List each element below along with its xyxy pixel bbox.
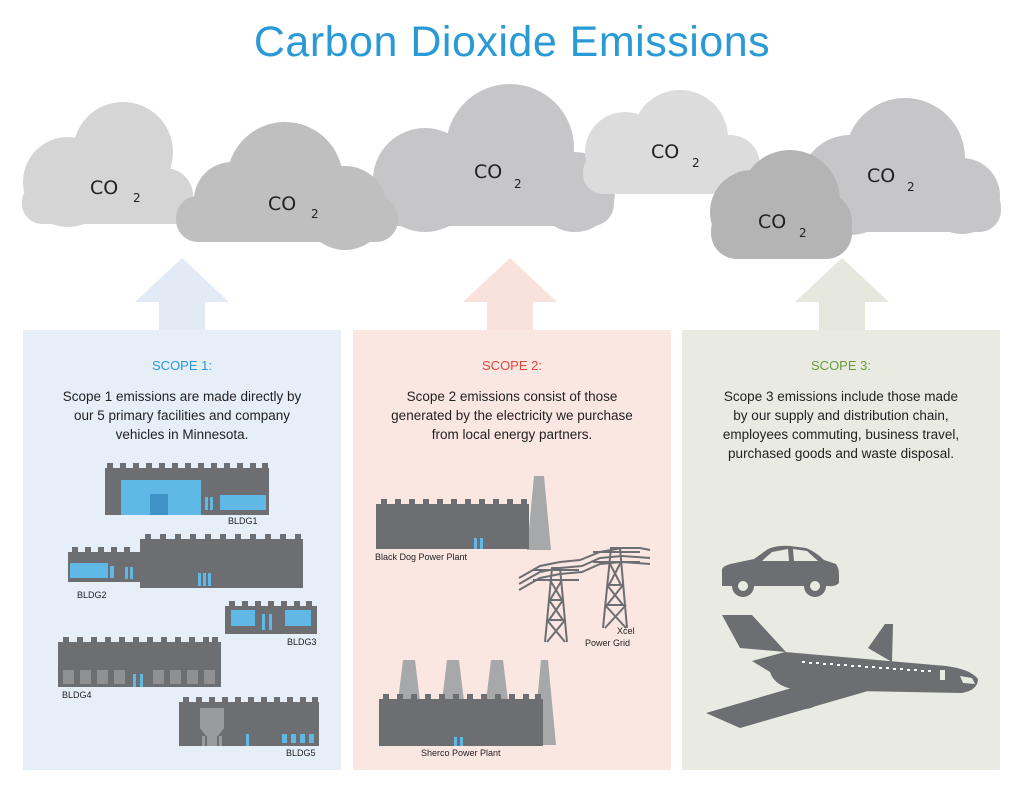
scope1-line-2: our 5 primary facilities and company [73,408,291,423]
co2-cloud-1 [22,102,194,227]
co2-label-3: CO 2 [474,161,522,191]
scope3-description: Scope 3 emissions include those made by … [700,387,982,463]
sherco-label: Sherco Power Plant [421,748,501,758]
svg-text:CO: CO [90,177,118,199]
black-dog-plant-illustration: Black Dog Power Plant [375,476,551,562]
co2-label-5: CO 2 [758,211,807,240]
scope3-line-2: by our supply and distribution chain, [733,408,949,423]
page-title: Carbon Dioxide Emissions [253,18,771,66]
svg-text:CO: CO [268,193,296,215]
scope1-description: Scope 1 emissions are made directly by o… [41,387,323,444]
bldg1-label: BLDG1 [228,516,258,526]
svg-text:2: 2 [692,156,700,170]
svg-text:2: 2 [133,191,141,205]
power-grid-illustration [518,547,651,643]
bldg4-label: BLDG4 [62,690,92,700]
scope3-line-1: Scope 3 emissions include those made [723,389,959,404]
scope2-arrow [463,258,557,332]
bldg1-illustration: BLDG1 [105,463,269,526]
co2-label-1: CO 2 [90,177,141,205]
scope3-line-3: employees commuting, business travel, [722,427,960,442]
sherco-plant-illustration: Sherco Power Plant [379,660,556,758]
co2-label-4: CO 2 [651,141,700,170]
svg-text:CO: CO [758,211,786,233]
scope2-heading: SCOPE 2: [482,358,542,373]
co2-label-2: CO 2 [268,193,319,221]
scope2-description: Scope 2 emissions consist of those gener… [371,387,653,444]
power-grid-label: Power Grid [585,638,630,648]
scope2-line-3: from local energy partners. [431,427,593,442]
scope1-line-1: Scope 1 emissions are made directly by [62,389,302,404]
co2-cloud-5 [710,150,852,259]
svg-text:2: 2 [514,177,522,191]
co2-cloud-2 [176,122,398,250]
xcel-label: Xcel [617,626,635,636]
bldg3-label: BLDG3 [287,637,317,647]
car-icon [722,545,839,597]
bldg2-label: BLDG2 [77,590,107,600]
svg-text:2: 2 [311,207,319,221]
svg-text:2: 2 [799,226,807,240]
airplane-icon [706,615,978,728]
co2-cloud-3 [367,84,615,232]
scope2-line-1: Scope 2 emissions consist of those [406,389,618,404]
svg-text:CO: CO [474,161,502,183]
svg-text:CO: CO [651,141,679,163]
scope3-heading: SCOPE 3: [811,358,871,373]
bldg4-illustration: BLDG4 [58,637,221,700]
black-dog-label: Black Dog Power Plant [375,552,468,562]
scope3-arrow [795,258,889,332]
scope2-line-2: generated by the electricity we purchase [391,408,633,423]
svg-text:CO: CO [867,165,895,187]
scope1-arrow [135,258,229,332]
bldg2-illustration: BLDG2 [68,534,303,600]
svg-text:2: 2 [907,180,915,194]
bldg5-illustration: BLDG5 [179,697,319,758]
scope1-heading: SCOPE 1: [152,358,212,373]
bldg3-illustration: BLDG3 [225,601,317,647]
co2-label-6: CO 2 [867,165,915,194]
scope1-line-3: vehicles in Minnesota. [115,427,249,442]
scope3-line-4: purchased goods and waste disposal. [728,446,954,461]
bldg5-label: BLDG5 [286,748,316,758]
